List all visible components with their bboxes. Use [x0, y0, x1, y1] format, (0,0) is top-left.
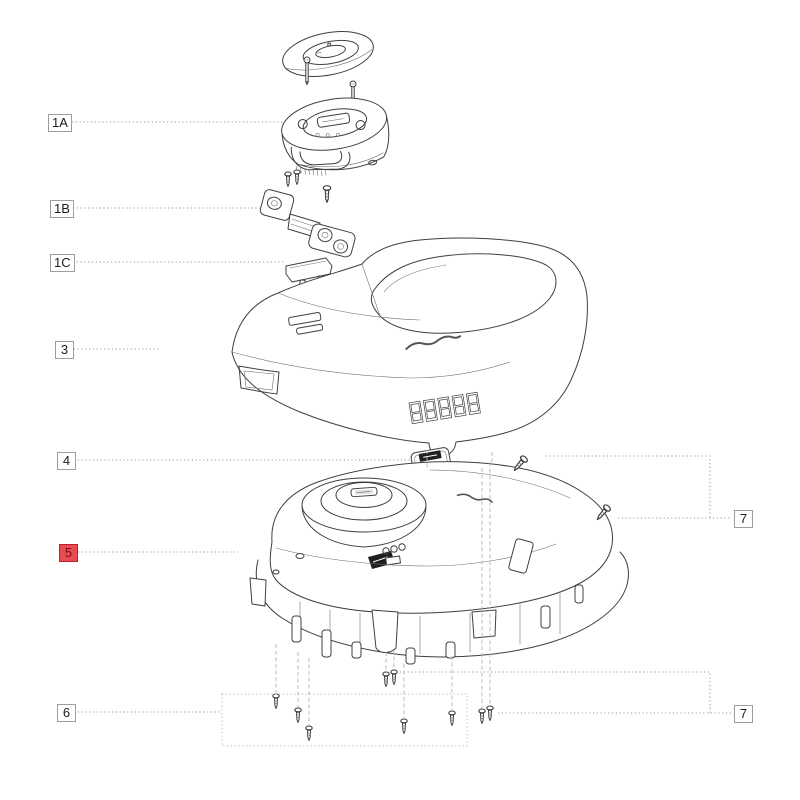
- brand-logo-mark: [405, 335, 462, 350]
- part-1b-bracket-drawing: [259, 169, 356, 258]
- part-5-chassis-drawing: [249, 461, 629, 665]
- callout-7-upper[interactable]: 7: [734, 510, 753, 528]
- callout-4[interactable]: 4: [57, 452, 76, 470]
- safety-labels-drawing: [408, 391, 481, 425]
- screw-group-box: [221, 693, 468, 747]
- leader-lines: [70, 121, 732, 714]
- brand-logo-mark-chassis: [456, 493, 493, 503]
- panel-mount-slots-drawing: [288, 311, 324, 335]
- screw-guide-lines: [275, 450, 493, 725]
- part-1-top-cover-drawing: [282, 31, 374, 77]
- callout-1a[interactable]: 1A: [48, 114, 72, 132]
- part-3-body-shell-drawing: [231, 237, 588, 457]
- height-adjuster-dome-drawing: [301, 477, 427, 548]
- callout-7-lower[interactable]: 7: [734, 705, 753, 723]
- part-7-screws-lower-drawing: [382, 669, 494, 724]
- callout-1b[interactable]: 1B: [50, 200, 74, 218]
- callout-6[interactable]: 6: [57, 704, 76, 722]
- callout-3[interactable]: 3: [55, 341, 74, 359]
- callout-1c[interactable]: 1C: [50, 254, 75, 272]
- panel-screw-drawing: [284, 171, 292, 187]
- part-6-screws-drawing: [272, 693, 456, 741]
- callout-5[interactable]: 5: [59, 544, 78, 562]
- part-1a-control-panel-drawing: [281, 97, 390, 176]
